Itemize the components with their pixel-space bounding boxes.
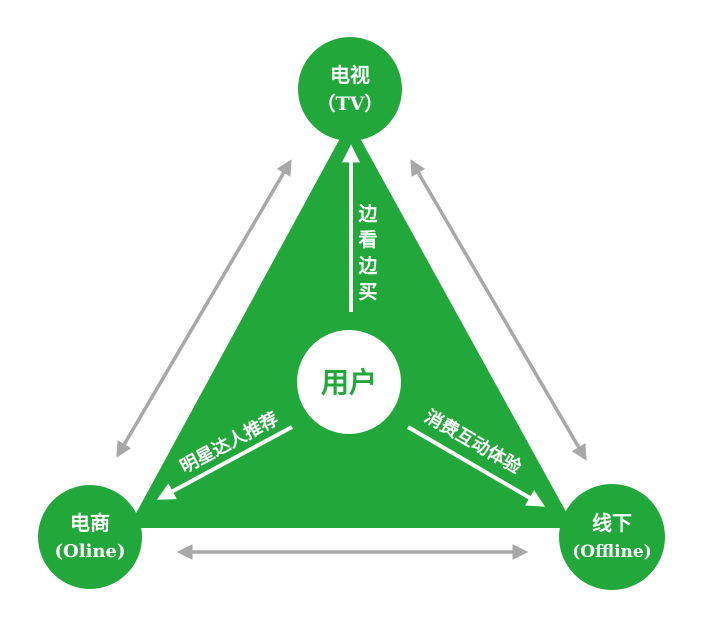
tv-circle: [298, 37, 402, 141]
node-offline: 线下 (Offline): [559, 484, 665, 590]
arrow-user-to-offline: [406, 425, 546, 507]
connector-tv-offline: [410, 159, 587, 461]
node-tv: 电视 （TV）: [298, 37, 402, 141]
connector-tv-ecommerce: [116, 159, 292, 458]
flow-label-watch-and-buy: 边 看 边 买: [357, 203, 378, 303]
offline-sublabel: (Offline): [572, 542, 652, 562]
ecommerce-circle: [38, 485, 142, 589]
arrow-user-to-ecommerce: [156, 425, 293, 500]
offline-circle: [559, 484, 665, 590]
user-label: 用户: [321, 366, 377, 399]
offline-label: 线下: [592, 511, 632, 535]
flow-char: 买: [358, 281, 377, 303]
user-circle: [297, 330, 401, 434]
ecommerce-sublabel: (Oline): [55, 541, 126, 562]
ecommerce-label: 电商: [70, 511, 110, 535]
tv-label: 电视: [330, 63, 370, 87]
tv-sublabel: （TV）: [317, 92, 384, 115]
flow-char: 边: [357, 255, 378, 277]
flow-char: 边: [357, 203, 378, 225]
node-ecommerce: 电商 (Oline): [38, 485, 142, 589]
flow-char: 看: [357, 229, 377, 251]
